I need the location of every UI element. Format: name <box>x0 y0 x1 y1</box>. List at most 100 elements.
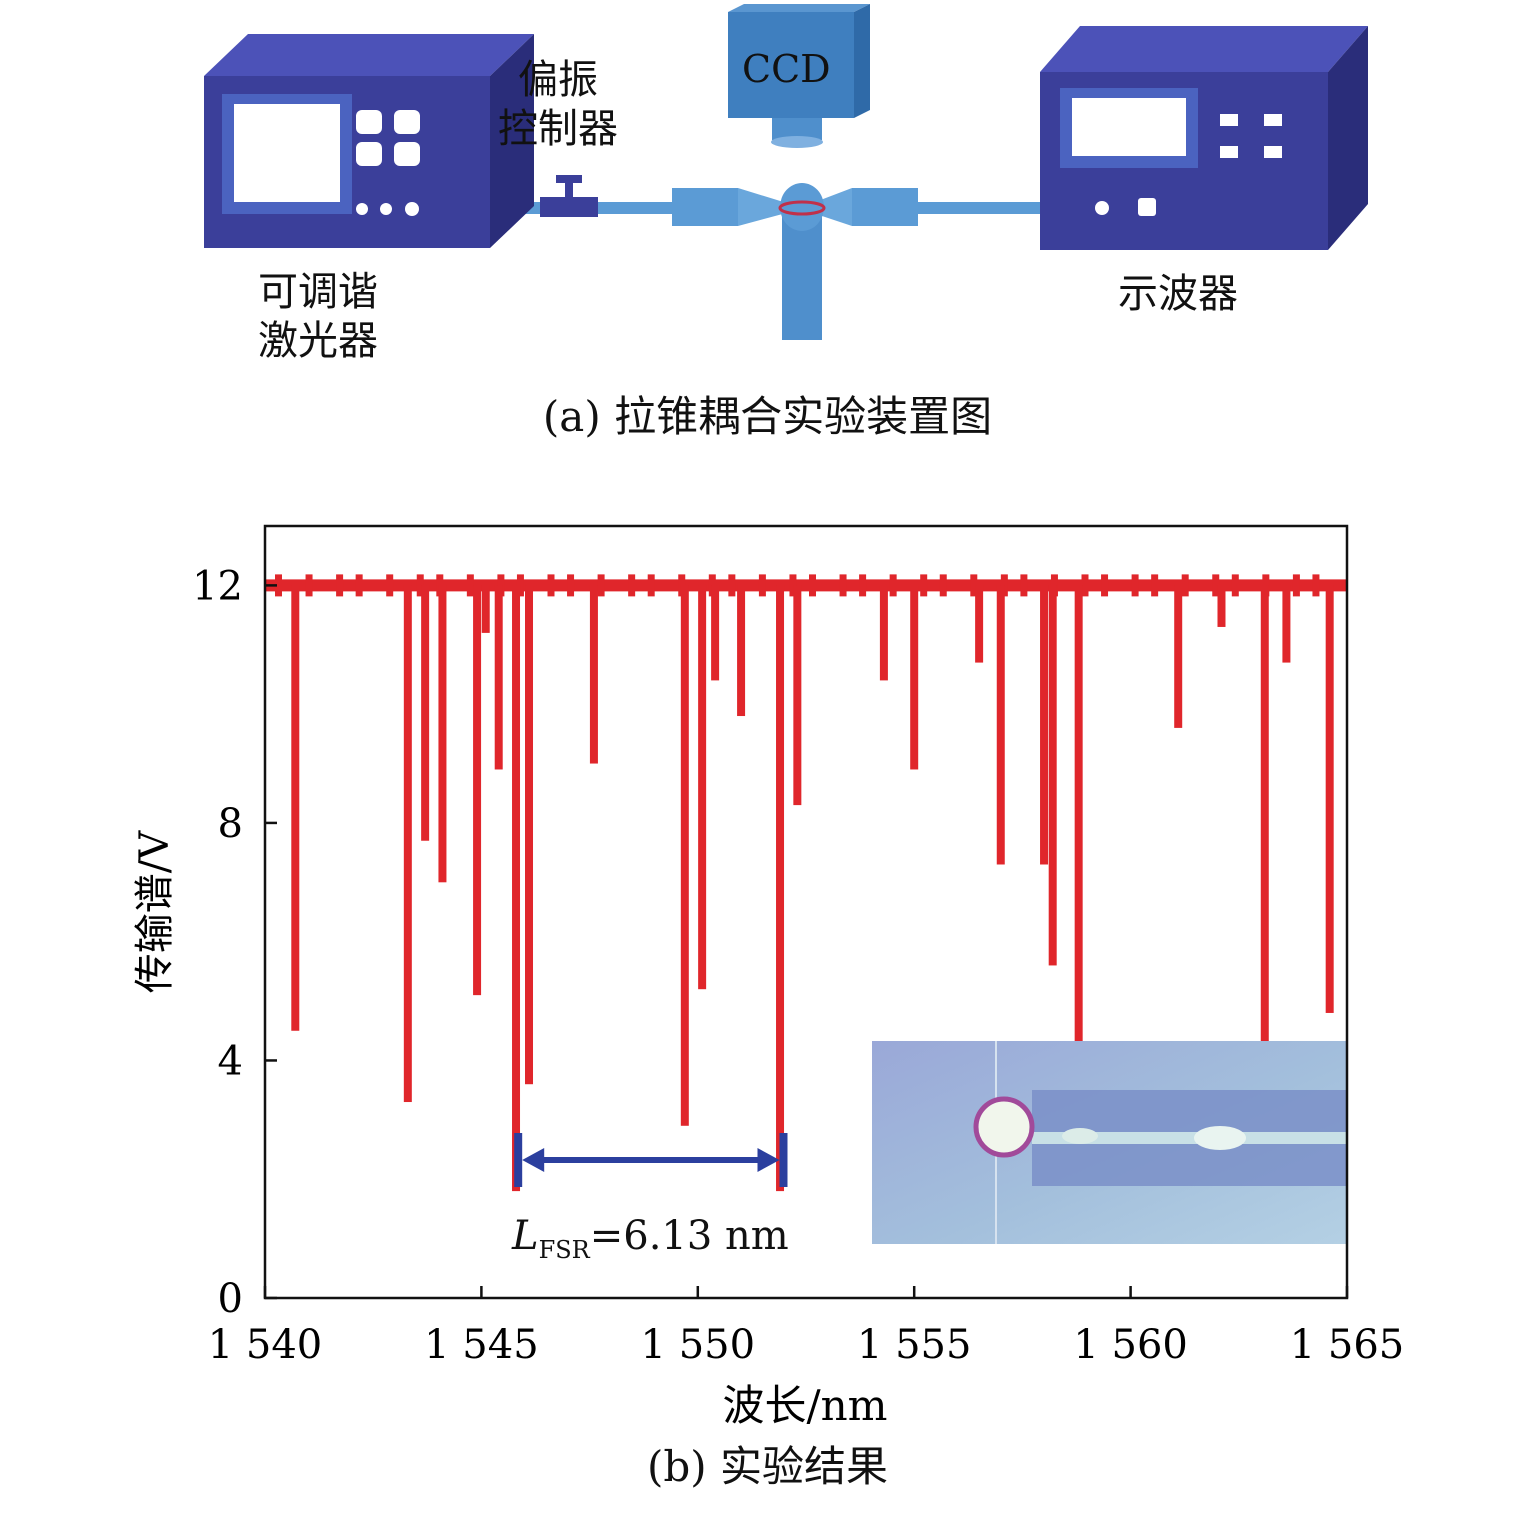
y-tick-label: 0 <box>218 1276 243 1322</box>
oscilloscope-icon <box>1040 26 1368 250</box>
setup-diagram: 偏振 控制器 CCD 可调谐 激光器 示波器 (a) 拉锥耦合实验装置图 <box>0 0 1535 460</box>
baseline-noise <box>597 574 605 597</box>
y-tick-label: 12 <box>192 563 243 609</box>
dip-10 <box>680 585 689 1126</box>
x-tick-label: 1 560 <box>1073 1322 1188 1368</box>
dip-5 <box>481 585 490 633</box>
dip-22 <box>1074 585 1083 1049</box>
baseline-noise <box>567 574 575 597</box>
polarizer-label-line2: 控制器 <box>498 105 618 152</box>
dip-0 <box>291 585 300 1031</box>
fsr-symbol: L <box>512 1213 539 1259</box>
dip-2 <box>421 585 430 841</box>
baseline-noise <box>839 574 847 597</box>
polarization-controller-icon <box>540 175 598 217</box>
dip-3 <box>438 585 447 883</box>
baseline-noise <box>516 574 524 597</box>
baseline-noise <box>547 574 555 597</box>
transmission-series <box>265 574 1347 1192</box>
fsr-label: LFSR=6.13 nm <box>512 1216 789 1262</box>
baseline-noise <box>1101 574 1109 597</box>
polarizer-label-line1: 偏振 <box>518 57 598 103</box>
fsr-right-bar <box>779 1133 788 1187</box>
fsr-left-bar <box>514 1133 523 1187</box>
dip-15 <box>793 585 802 806</box>
fsr-right-arrow <box>757 1148 780 1172</box>
dip-19 <box>996 585 1005 865</box>
y-axis-label: 传输谱/V <box>132 830 178 993</box>
baseline-noise <box>336 574 344 597</box>
baseline-noise <box>1292 574 1300 597</box>
x-tick-label: 1 545 <box>424 1322 539 1368</box>
baseline-noise <box>1212 574 1220 597</box>
baseline-noise <box>1131 574 1139 597</box>
baseline-noise <box>1020 574 1028 597</box>
baseline-noise <box>1081 574 1089 597</box>
ccd-camera-icon <box>728 4 870 148</box>
ccd-label: CCD <box>742 47 831 91</box>
microsphere-icon <box>778 183 826 340</box>
baseline-noise <box>728 574 736 597</box>
dip-13 <box>737 585 746 717</box>
baseline-noise <box>355 574 363 597</box>
dip-20 <box>1040 585 1049 865</box>
dip-24 <box>1217 585 1226 627</box>
dip-8 <box>525 585 534 1085</box>
fsr-value: =6.13 nm <box>589 1213 789 1259</box>
baseline-noise <box>809 574 816 597</box>
polarizer-label: 偏振 控制器 <box>498 56 618 154</box>
dip-4 <box>473 585 482 996</box>
dip-1 <box>403 585 412 1103</box>
baseline <box>265 579 1347 592</box>
laser-label: 可调谐 激光器 <box>258 268 378 366</box>
baseline-noise <box>889 574 897 597</box>
baseline-noise <box>1231 574 1239 597</box>
plot-frame <box>263 524 1349 1300</box>
baseline-noise <box>939 574 947 597</box>
fsr-marker <box>514 1133 788 1187</box>
baseline-noise <box>497 574 505 597</box>
dip-18 <box>975 585 984 663</box>
x-axis-label: 波长/nm <box>722 1381 887 1430</box>
dip-23 <box>1174 585 1183 728</box>
baseline-noise <box>647 574 655 597</box>
baseline-noise <box>678 574 686 597</box>
axis-ticks <box>263 584 1349 1300</box>
baseline-noise <box>859 574 867 597</box>
dip-17 <box>910 585 919 770</box>
baseline-noise <box>758 574 766 597</box>
y-tick-label: 8 <box>218 801 243 847</box>
baseline-noise <box>305 574 313 597</box>
oscilloscope-label: 示波器 <box>1118 271 1238 317</box>
dip-26 <box>1282 585 1291 663</box>
y-tick-label: 4 <box>218 1038 243 1084</box>
baseline-noise <box>708 574 716 597</box>
baseline-noise <box>1262 574 1270 597</box>
baseline-noise <box>628 574 636 597</box>
dip-27 <box>1325 585 1334 1013</box>
baseline-noise <box>1151 574 1159 597</box>
baseline-noise <box>1000 574 1008 597</box>
baseline-noise <box>920 574 928 597</box>
baseline-noise <box>386 574 394 597</box>
taper-right-icon <box>810 188 918 226</box>
taper-left-icon <box>672 188 790 226</box>
x-tick-label: 1 555 <box>857 1322 972 1368</box>
baseline-noise <box>789 574 797 597</box>
baseline-noise <box>466 574 474 597</box>
dip-12 <box>711 585 720 681</box>
dip-25 <box>1260 585 1269 1049</box>
dip-9 <box>589 585 598 764</box>
setup-caption: (a) 拉锥耦合实验装置图 <box>542 392 993 441</box>
dip-7 <box>512 585 521 1192</box>
baseline-noise <box>1050 574 1058 597</box>
baseline-noise <box>436 574 444 597</box>
baseline-noise <box>416 574 424 597</box>
dip-16 <box>879 585 888 681</box>
fsr-left-arrow <box>522 1148 545 1172</box>
laser-label-line1: 可调谐 <box>258 269 378 315</box>
result-caption: (b) 实验结果 <box>646 1442 888 1491</box>
dip-11 <box>698 585 707 990</box>
setup-drawing <box>204 4 1368 340</box>
